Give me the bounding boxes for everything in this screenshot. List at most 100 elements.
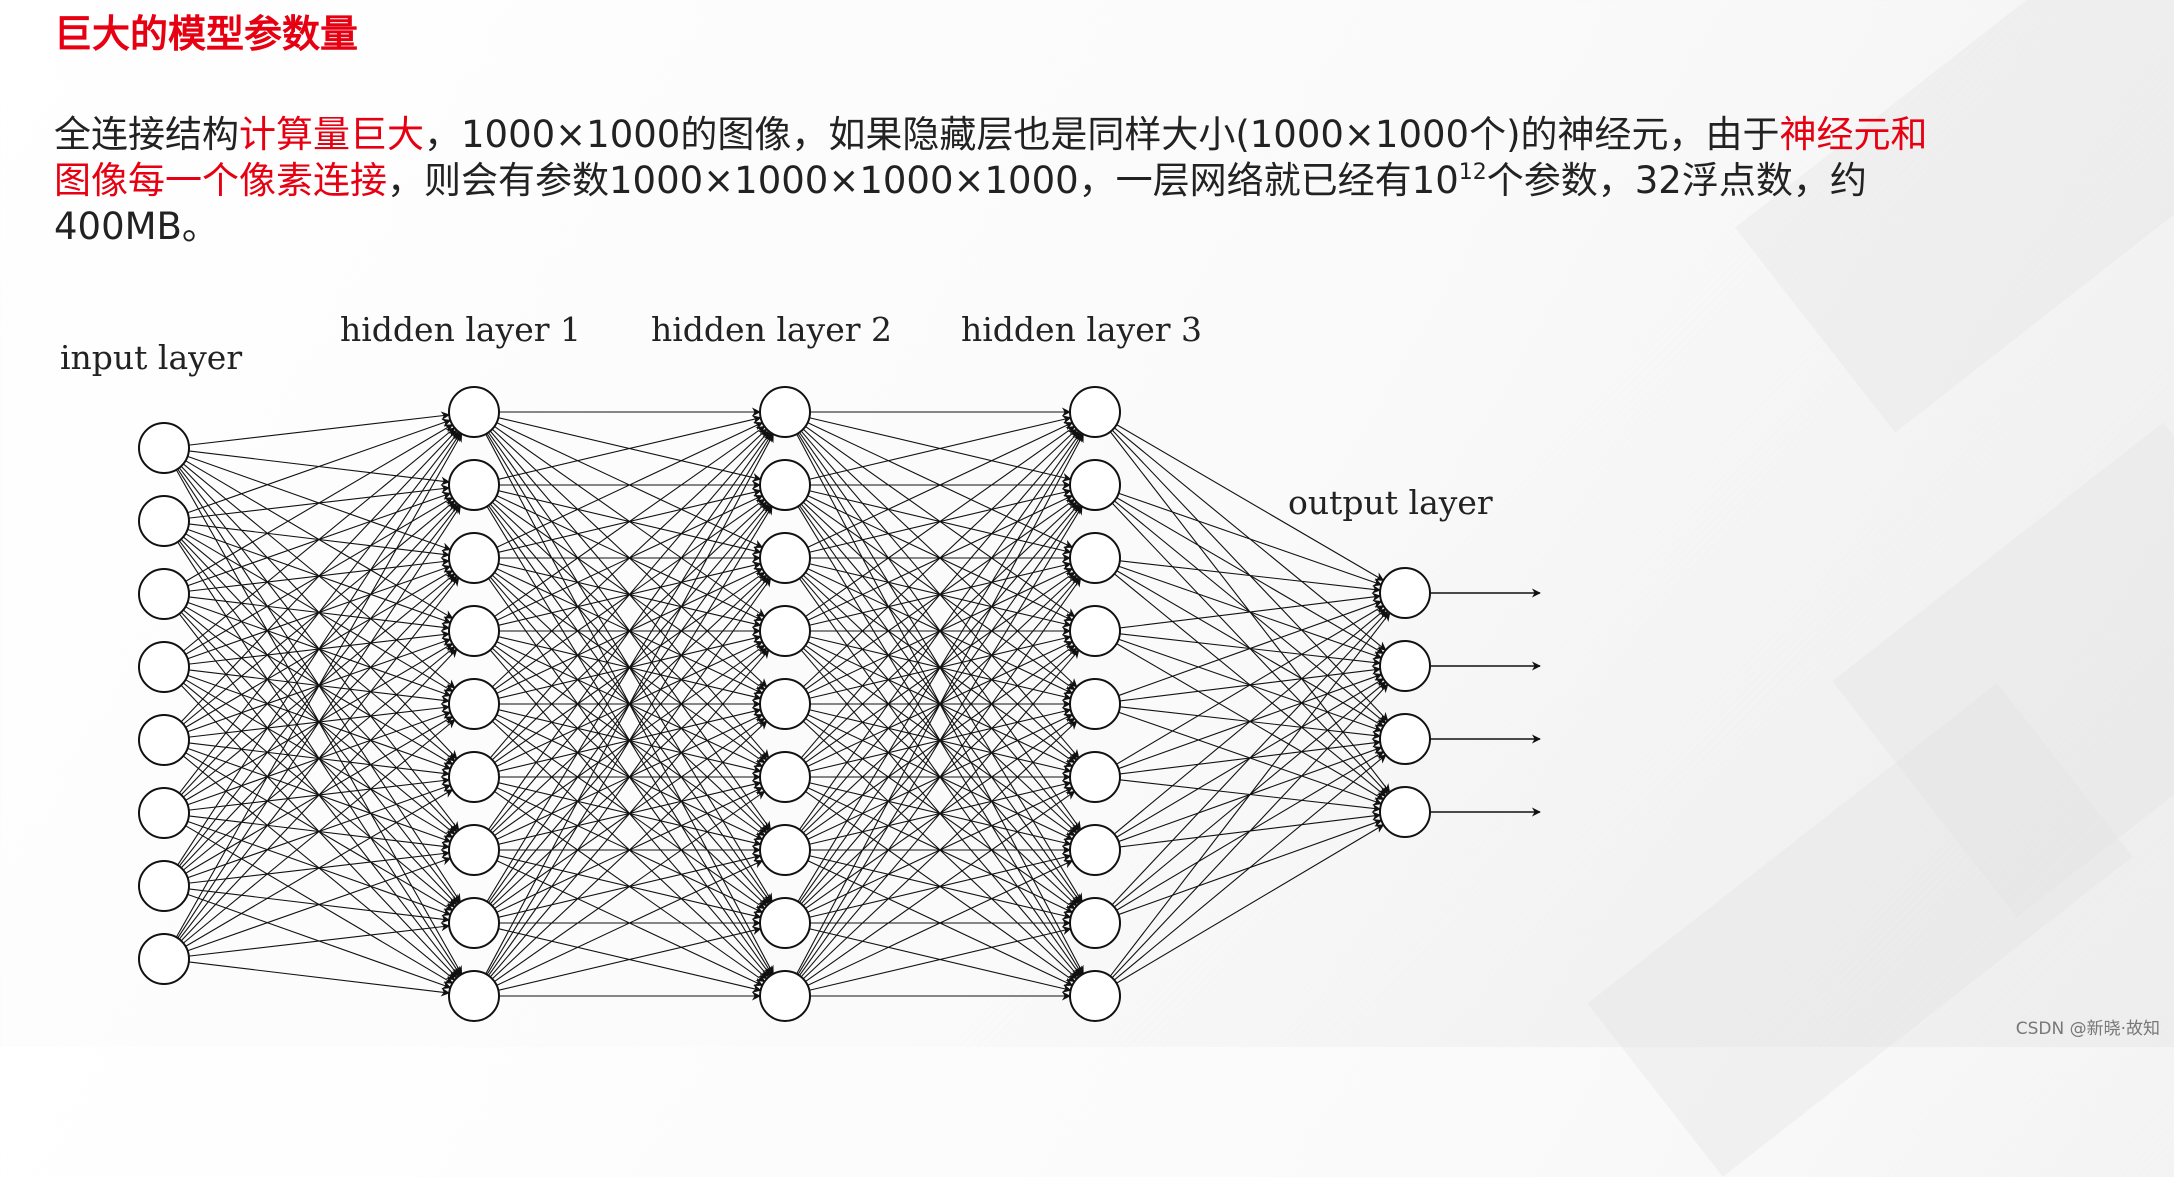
hidden-neuron [1069,459,1121,511]
connection-line [175,432,463,938]
hidden-neuron [1069,897,1121,949]
hidden-neuron [759,897,811,949]
connection-line [805,790,1076,983]
connection-line [488,577,772,976]
hidden-neuron [759,751,811,803]
connection-line [1116,824,1385,984]
desc-text: 个参数，32浮点数，约400MB。 [54,159,1867,248]
hidden-neuron [759,386,811,438]
connection-line [498,926,762,991]
connection-line [797,432,1083,902]
hidden-neuron [448,605,500,657]
connection-line [1118,492,1383,587]
connection-line [1119,560,1382,594]
input-neuron [138,787,190,839]
output-neuron [1379,786,1431,838]
input-neuron [138,495,190,547]
layer-label-hidden-2: hidden layer 2 [651,310,892,349]
connection-line [489,649,770,978]
connection-line [187,856,452,952]
connection-line [178,577,460,940]
desc-text: ，1000×1000的图像，如果隐藏层也是同样大小(1000×1000个)的神经… [424,113,1780,156]
layer-label-input: input layer [60,338,242,377]
desc-superscript: 12 [1458,160,1487,185]
background-shape [1587,683,2133,1177]
connection-line [1113,754,1387,981]
connection-line [809,415,1072,480]
slide-description: 全连接结构计算量巨大，1000×1000的图像，如果隐藏层也是同样大小(1000… [54,112,1934,250]
hidden-neuron [448,532,500,584]
connection-line [185,789,454,947]
connection-line [182,427,456,652]
output-arrows [1430,588,1541,817]
connection-line [178,431,460,794]
connection-line [185,424,454,582]
connection-line [798,577,1082,976]
hidden-neuron [448,751,500,803]
hidden-neuron [448,459,500,511]
connection-line [802,428,1078,688]
input-neuron [138,641,190,693]
connection-line [796,433,1084,975]
slide-title: 巨大的模型参数量 [54,12,359,56]
hidden-neuron [759,532,811,584]
connection-line [177,505,461,939]
neurons [138,386,1431,1022]
hidden-neuron [1069,386,1121,438]
connection-line [1116,605,1385,765]
connection-line [180,429,458,723]
connection-line [177,432,461,866]
connection-line [187,418,452,514]
input-neuron [138,422,190,474]
connection-line [800,430,1080,759]
connection-line [491,428,768,688]
hidden-neuron [759,970,811,1022]
connection-lines [175,407,1391,1001]
connection-line [182,719,456,944]
input-neuron [138,568,190,620]
connection-line [491,720,768,980]
connection-line [1113,608,1387,835]
connection-line [797,505,1083,975]
layer-label-hidden-1: hidden layer 1 [340,310,581,349]
hidden-neuron [759,605,811,657]
hidden-neuron [1069,824,1121,876]
desc-text: ，则会有参数1000×1000×1000×1000，一层网络就已经有10 [387,159,1459,202]
hidden-neuron [1069,532,1121,584]
output-neuron [1379,713,1431,765]
connection-line [1118,599,1383,697]
connection-line [494,425,766,618]
connection-line [1111,683,1389,979]
hidden-neuron [448,897,500,949]
connection-line [800,649,1080,978]
connection-line [496,859,764,986]
hidden-neuron [1069,605,1121,657]
connection-line [488,431,772,830]
input-neuron [138,933,190,985]
connection-line [188,961,451,997]
connection-line [1119,592,1382,629]
hidden-neuron [448,970,500,1022]
connection-line [1116,424,1385,581]
desc-text: 全连接结构 [54,113,239,156]
input-neuron [138,860,190,912]
output-neuron [1379,567,1431,619]
hidden-neuron [1069,751,1121,803]
desc-highlight: 计算量巨大 [239,113,424,156]
desc-highlight: 神经元和图像每一个像素连接 [54,113,1928,202]
connection-line [498,415,762,480]
connection-line [798,431,1082,830]
connection-line [486,432,773,902]
connection-line [807,860,1074,986]
connection-line [496,421,764,548]
connection-line [485,433,774,975]
connection-line [807,422,1074,548]
connection-line [809,926,1072,991]
hidden-neuron [759,678,811,730]
input-neuron [138,714,190,766]
hidden-neuron [759,824,811,876]
connection-line [802,720,1078,980]
hidden-neuron [448,824,500,876]
connection-line [1111,610,1389,906]
connection-line [486,505,773,975]
